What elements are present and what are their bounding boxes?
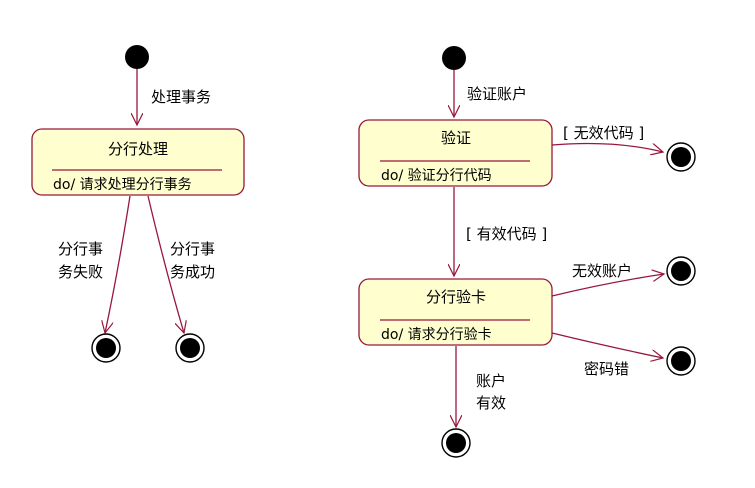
success-label-line1: 分行事 — [170, 240, 215, 258]
initial-node-right — [442, 46, 466, 70]
fail-label-line1: 分行事 — [58, 240, 103, 258]
final-node-password-error — [666, 346, 696, 376]
fail-label-line2: 务失败 — [58, 263, 103, 281]
state-name: 分行处理 — [108, 140, 168, 158]
transition-fail — [105, 195, 131, 333]
success-label-line2: 务成功 — [170, 263, 215, 281]
state-activity: do/ 请求分行验卡 — [381, 327, 492, 343]
transition-invalid-account — [551, 274, 664, 297]
state-name: 分行验卡 — [426, 288, 486, 306]
invalid-code-label: [ 无效代码 ] — [563, 124, 644, 142]
state-card-check: 分行验卡 do/ 请求分行验卡 — [358, 278, 553, 346]
initial-node-left — [125, 45, 149, 69]
final-node-invalid-code — [666, 142, 696, 172]
final-node-valid-account — [441, 428, 471, 458]
state-activity: do/ 验证分行代码 — [381, 168, 492, 184]
final-node-success — [175, 333, 205, 363]
state-branch-processing: 分行处理 do/ 请求处理分行事务 — [31, 128, 245, 196]
initial-transition-label-right: 验证账户 — [467, 85, 527, 103]
transition-success — [147, 195, 184, 333]
invalid-account-label: 无效账户 — [572, 262, 632, 280]
transition-password-error — [551, 332, 663, 358]
valid-account-label-line2: 有效 — [476, 394, 506, 412]
state-verify: 验证 do/ 验证分行代码 — [358, 119, 553, 187]
state-name: 验证 — [441, 129, 471, 147]
valid-code-label: [ 有效代码 ] — [466, 225, 547, 243]
password-error-label: 密码错 — [584, 360, 629, 378]
initial-transition-label-left: 处理事务 — [151, 88, 211, 106]
valid-account-label-line1: 账户 — [476, 372, 506, 390]
state-activity: do/ 请求处理分行事务 — [53, 177, 192, 193]
final-node-fail — [91, 333, 121, 363]
transition-invalid-code — [551, 142, 663, 152]
final-node-invalid-account — [666, 256, 696, 286]
